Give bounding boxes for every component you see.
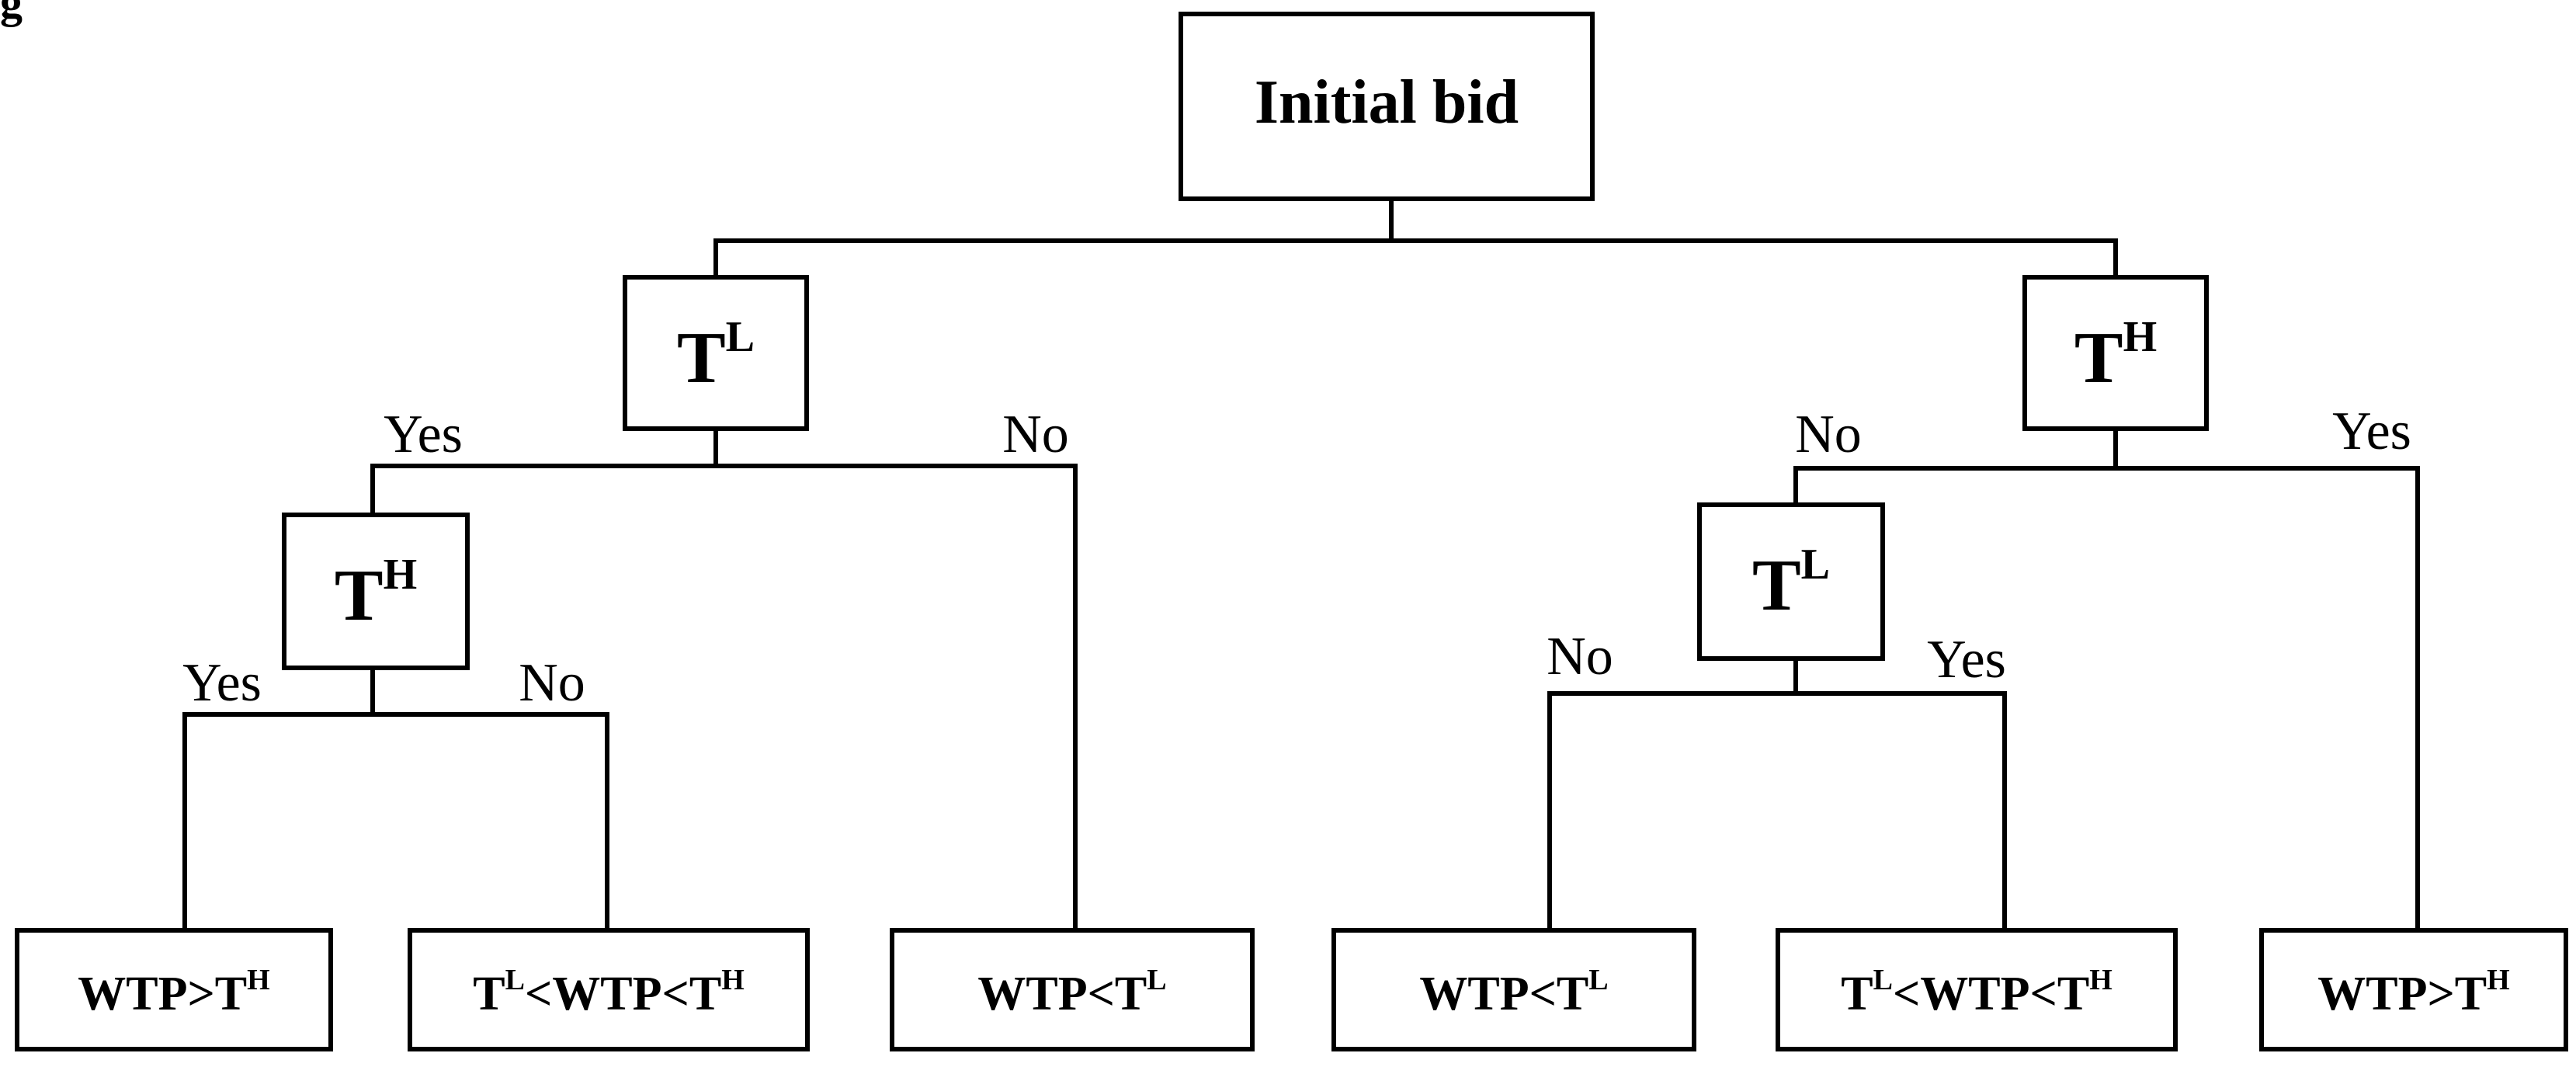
node-root-box bbox=[1179, 12, 1595, 201]
label-superscript: H bbox=[2089, 964, 2113, 996]
outcome-2-label: TL<WTP<TH bbox=[473, 964, 745, 1020]
label-text: T bbox=[1841, 968, 1873, 1020]
label-text: T bbox=[473, 968, 505, 1020]
branch-label-right-no: No bbox=[1795, 405, 1862, 464]
outcome-1-label: WTP>TH bbox=[78, 964, 269, 1020]
connector-lines bbox=[182, 196, 2420, 933]
outcome-6-box bbox=[2259, 928, 2568, 1051]
label-superscript: H bbox=[247, 964, 270, 996]
label-text: WTP>T bbox=[2317, 968, 2487, 1020]
branch-label-left-no: No bbox=[1002, 405, 1069, 464]
outcome-2-box bbox=[408, 928, 810, 1051]
top-fragment-text: g bbox=[0, 0, 23, 27]
node-right-sub-decision: TL bbox=[1697, 502, 1885, 661]
label-text: <WTP<T bbox=[525, 968, 721, 1020]
outcome-4-box bbox=[1331, 928, 1696, 1051]
label-superscript: L bbox=[505, 964, 525, 996]
node-right-decision: TH bbox=[2022, 275, 2209, 431]
node-left-sub-decision-label: TH bbox=[335, 551, 417, 636]
node-left-sub-decision-box bbox=[282, 513, 470, 670]
label-superscript: L bbox=[1873, 964, 1893, 996]
outcome-5-box bbox=[1776, 928, 2178, 1051]
outcome-2: TL<WTP<TH bbox=[408, 928, 810, 1051]
label-text: <WTP<T bbox=[1893, 968, 2089, 1020]
label-text: WTP>T bbox=[78, 968, 247, 1020]
node-root: Initial bid bbox=[1179, 12, 1595, 201]
outcome-6-label: WTP>TH bbox=[2317, 964, 2509, 1020]
outcome-4: WTP<TL bbox=[1331, 928, 1696, 1051]
outcome-3-box bbox=[890, 928, 1255, 1051]
node-left-decision-box bbox=[623, 275, 809, 431]
branch-label-left-sub-no: No bbox=[519, 653, 585, 713]
outcome-5-label: TL<WTP<TH bbox=[1841, 964, 2113, 1020]
node-right-sub-decision-label: TL bbox=[1752, 540, 1830, 626]
outcome-3: WTP<TL bbox=[890, 928, 1255, 1051]
branch-label-left-sub-yes: Yes bbox=[182, 653, 262, 713]
node-right-decision-box bbox=[2022, 275, 2209, 431]
outcome-5: TL<WTP<TH bbox=[1776, 928, 2178, 1051]
branch-labels: Yes No Yes No No Yes No Yes bbox=[182, 401, 2411, 713]
label-superscript: L bbox=[1147, 964, 1166, 996]
label-superscript: H bbox=[2487, 964, 2510, 996]
node-left-sub-decision: TH bbox=[282, 513, 470, 670]
node-left-decision: TL bbox=[623, 275, 809, 431]
outcome-1-box bbox=[15, 928, 333, 1051]
label-text: WTP<T bbox=[977, 968, 1147, 1020]
outcome-3-label: WTP<TL bbox=[977, 964, 1166, 1020]
node-root-label: Initial bid bbox=[1255, 68, 1519, 137]
outcome-4-label: WTP<TL bbox=[1419, 964, 1608, 1020]
branch-label-left-yes: Yes bbox=[384, 405, 463, 464]
branch-label-right-yes: Yes bbox=[2332, 401, 2411, 461]
branch-label-right-sub-yes: Yes bbox=[1927, 630, 2006, 690]
label-text: WTP<T bbox=[1419, 968, 1588, 1020]
node-right-sub-decision-box bbox=[1697, 502, 1885, 661]
node-right-decision-label: TH bbox=[2074, 313, 2157, 398]
label-superscript: H bbox=[721, 964, 745, 996]
node-left-decision-label: TL bbox=[677, 313, 755, 398]
label-superscript: L bbox=[1588, 964, 1608, 996]
branch-label-right-sub-no: No bbox=[1547, 627, 1613, 686]
outcome-1: WTP>TH bbox=[15, 928, 333, 1051]
outcome-6: WTP>TH bbox=[2259, 928, 2568, 1051]
